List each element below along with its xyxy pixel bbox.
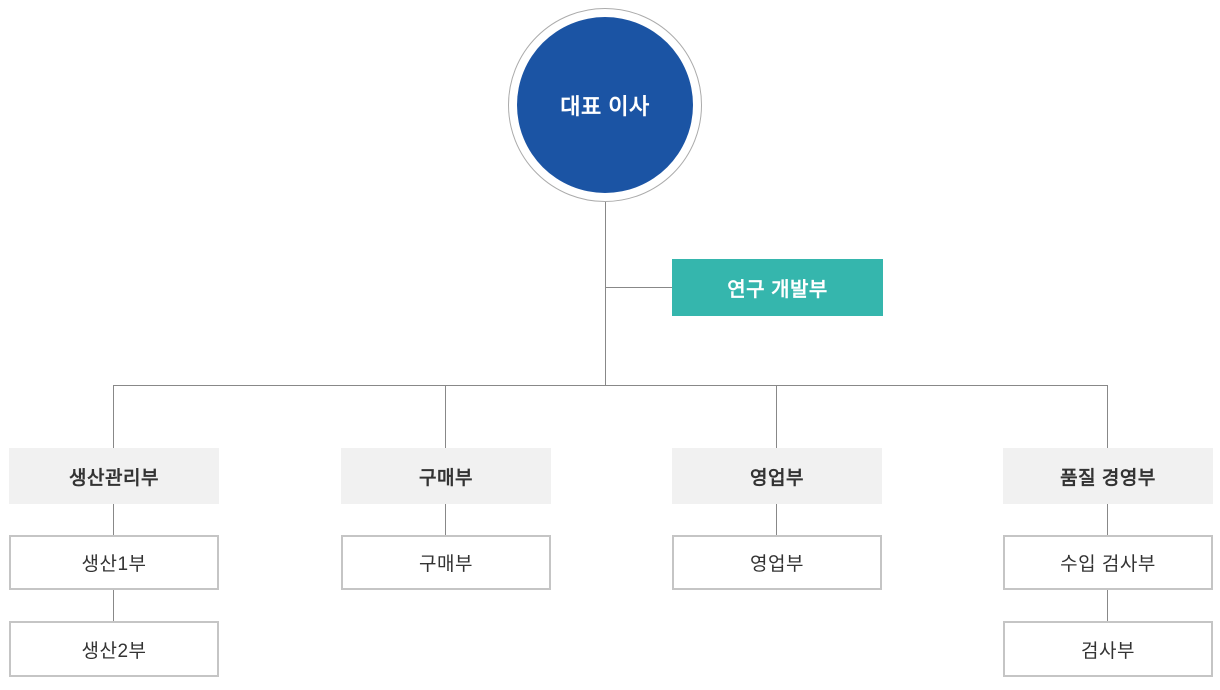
- child-node-label: 영업부: [750, 554, 804, 575]
- dept-4-child-connector-1: [1107, 504, 1108, 535]
- child-node-incoming-inspection: 수입 검사부: [1003, 535, 1213, 590]
- dept-header-label: 영업부: [750, 467, 804, 489]
- child-node-sales: 영업부: [672, 535, 882, 590]
- dept-2-child-connector-1: [445, 504, 446, 535]
- dept-1-child-connector-1: [113, 504, 114, 535]
- dept-header-quality-management: 품질 경영부: [1003, 448, 1213, 504]
- child-node-production-1: 생산1부: [9, 535, 219, 590]
- staff-node-rnd: 연구 개발부: [672, 259, 883, 316]
- dept-header-label: 품질 경영부: [1060, 467, 1156, 489]
- child-node-label: 구매부: [419, 554, 473, 575]
- dept-header-sales: 영업부: [672, 448, 882, 504]
- root-vertical-line: [605, 202, 606, 385]
- child-node-label: 수입 검사부: [1060, 554, 1156, 575]
- child-node-production-2: 생산2부: [9, 621, 219, 677]
- ceo-label: 대표 이사: [560, 94, 650, 119]
- dept-header-label: 생산관리부: [69, 467, 159, 489]
- dept-header-purchasing: 구매부: [341, 448, 551, 504]
- dept-4-drop-line: [1107, 385, 1108, 448]
- dept-3-child-connector-1: [776, 504, 777, 535]
- dept-header-label: 구매부: [419, 467, 473, 489]
- dept-4-child-connector-2: [1107, 590, 1108, 621]
- staff-node-label: 연구 개발부: [727, 279, 828, 301]
- child-node-label: 생산2부: [81, 640, 147, 662]
- dept-1-child-connector-2: [113, 590, 114, 621]
- ceo-node-circle: 대표 이사: [517, 17, 693, 193]
- child-node-purchasing: 구매부: [341, 535, 551, 590]
- dept-3-drop-line: [776, 385, 777, 448]
- ceo-node: 대표 이사: [508, 8, 702, 202]
- child-node-label: 생산1부: [81, 554, 147, 575]
- child-node-inspection: 검사부: [1003, 621, 1213, 677]
- dept-2-drop-line: [445, 385, 446, 448]
- child-node-label: 검사부: [1081, 640, 1135, 662]
- main-horizontal-line: [113, 385, 1108, 386]
- staff-branch-line: [606, 287, 672, 288]
- dept-1-drop-line: [113, 385, 114, 448]
- dept-header-production-management: 생산관리부: [9, 448, 219, 504]
